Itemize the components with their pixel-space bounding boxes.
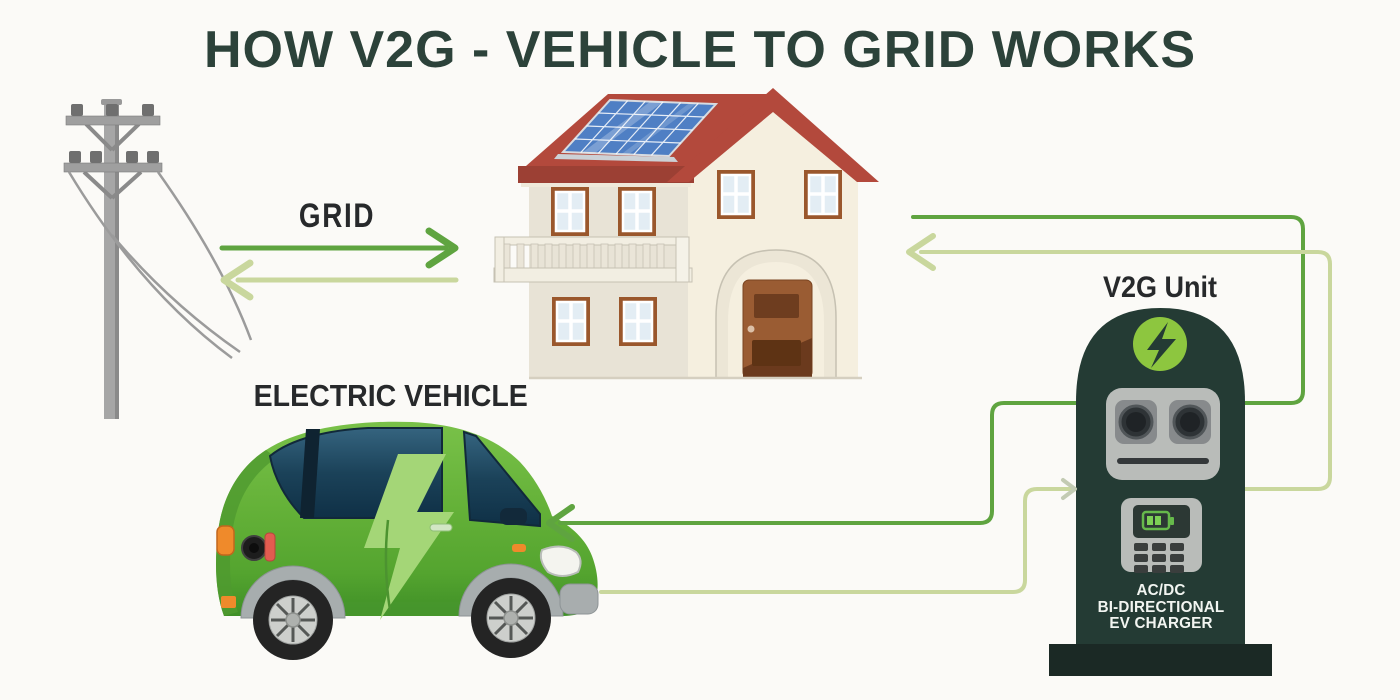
car-windshield: [462, 430, 541, 528]
roof-eave: [518, 166, 694, 183]
side-mirror: [500, 508, 527, 525]
v2g-unit-label: V2G Unit: [1102, 271, 1218, 304]
keypad-panel: [1121, 498, 1202, 573]
inflow-chevron-icon: [1061, 478, 1077, 500]
battery-charging-icon: [1141, 510, 1174, 531]
lightning-bolt-decal: [364, 454, 454, 620]
front-door: [715, 249, 837, 379]
car-wheels: [253, 578, 551, 660]
house: [493, 88, 879, 380]
charge-port-flap: [264, 532, 276, 562]
keypad-keys: [1134, 543, 1184, 573]
lightning-bolt-icon: [1133, 317, 1187, 371]
charging-station: [1049, 308, 1272, 676]
solar-panel: [563, 100, 716, 156]
grid-label: GRID: [298, 197, 376, 235]
balcony: [493, 236, 693, 283]
socket-panel: [1106, 388, 1220, 480]
page-title: HOW V2G - VEHICLE TO GRID WORKS: [203, 21, 1197, 79]
tail-light: [216, 525, 235, 556]
front-bumper: [559, 583, 599, 615]
station-base: [1049, 644, 1272, 676]
charger-caption-line3: EV CHARGER: [1109, 615, 1213, 632]
headlight: [539, 545, 582, 577]
charger-caption: AC/DC BI-DIRECTIONAL EV CHARGER: [1080, 582, 1242, 633]
charger-caption-line1: AC/DC: [1136, 582, 1186, 599]
electric-vehicle-label: ELECTRIC VEHICLE: [253, 378, 528, 413]
door-knob: [747, 325, 755, 333]
electric-car: [216, 421, 599, 660]
roof-gable: [667, 88, 879, 182]
door-handle: [429, 523, 453, 532]
charger-caption-line2: BI-DIRECTIONAL: [1097, 598, 1225, 616]
utility-pole: [63, 99, 253, 419]
charger-screen: [1133, 505, 1190, 538]
power-lines: [67, 171, 253, 360]
